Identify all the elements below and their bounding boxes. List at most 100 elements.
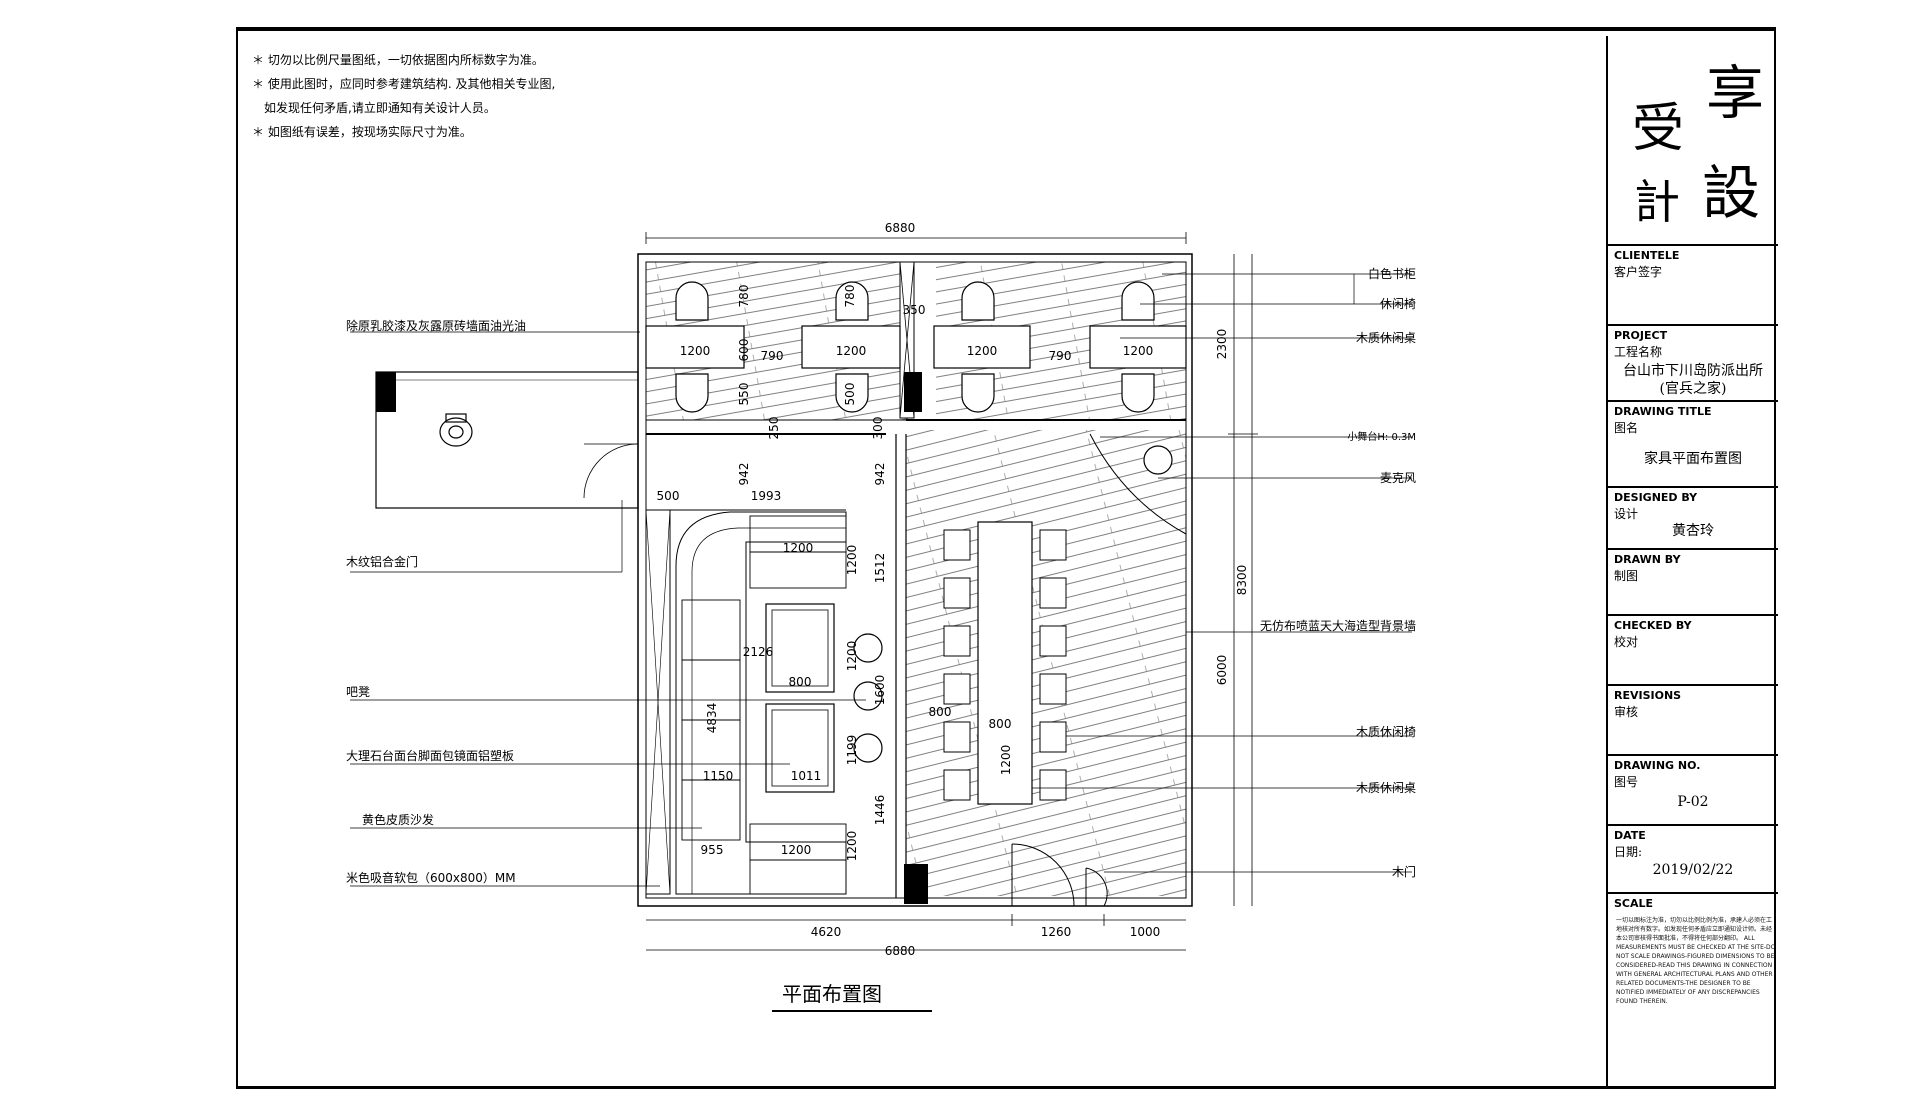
label-wood-table: 木质休闲桌 [1356, 331, 1416, 345]
dim-1200f: 1200 [845, 545, 859, 576]
frame-left [236, 27, 238, 1089]
plan-title-underline [772, 1010, 932, 1012]
dim-1200g: 1200 [845, 641, 859, 672]
title-block: 享 受 設 計 CLIENTELE 客户签字 PROJECT 工程名称 台山市下… [1606, 36, 1778, 1088]
date-label: DATE [1614, 829, 1646, 842]
balcony [375, 371, 639, 509]
label-wall-finish: 除原乳胶漆及灰露原砖墙面油光油 [346, 318, 526, 333]
dim-1200i: 1200 [781, 843, 812, 857]
tb-revisions: REVISIONS 审核 [1608, 684, 1778, 756]
tb-drawing-no: DRAWING NO. 图号 P-02 [1608, 754, 1778, 826]
note-2: ＊ 使用此图时，应同时参考建筑结构. 及其他相关专业图, [252, 77, 556, 91]
dim-top: 6880 [885, 221, 916, 235]
dim-1200e: 1200 [783, 541, 814, 555]
dim-4834: 4834 [705, 703, 719, 734]
revisions-sub: 审核 [1614, 705, 1639, 719]
floor-hatch-stage [906, 430, 1186, 896]
tb-project: PROJECT 工程名称 台山市下川岛防派出所 (官兵之家) [1608, 324, 1778, 402]
project-sub: 工程名称 [1614, 345, 1663, 359]
bar-counter [765, 603, 835, 793]
dim-1011: 1011 [791, 769, 822, 783]
dim-300: 300 [871, 417, 885, 440]
dim-1993: 1993 [751, 489, 782, 503]
stage-edge [1089, 433, 1187, 535]
dimension-texts: 6880 6880 4620 1260 1000 2300 8300 6000 … [657, 221, 1249, 958]
dim-500b: 500 [657, 489, 680, 503]
dim-1200a: 1200 [680, 344, 711, 358]
dim-500a: 500 [843, 383, 857, 406]
dim-1600: 1600 [873, 675, 887, 706]
dim-1200c: 1200 [967, 344, 998, 358]
label-acoustic-panel: 米色吸音软包（600x800）MM [346, 870, 516, 885]
drawing-title-label: DRAWING TITLE [1614, 405, 1712, 418]
tb-date: DATE 日期: 2019/02/22 [1608, 824, 1778, 894]
dim-b2: 1260 [1041, 925, 1072, 939]
dim-1200b: 1200 [836, 344, 867, 358]
dim-2126: 2126 [743, 645, 774, 659]
drawing-no-label: DRAWING NO. [1614, 759, 1701, 772]
drawing-no-value: P-02 [1677, 794, 1709, 810]
dim-600: 600 [737, 339, 751, 362]
tb-scale: SCALE 一切以图标注为准，切勿以比例比例为准，承建人必须在工地核对所有数字。… [1608, 892, 1778, 1090]
scale-note: 一切以图标注为准，切勿以比例比例为准，承建人必须在工地核对所有数字。如发现任何矛… [1616, 917, 1776, 1005]
designed-sub: 设计 [1614, 507, 1639, 521]
logo-char-3: 設 [1702, 159, 1761, 227]
drawing-no-sub: 图号 [1614, 775, 1639, 789]
dim-2300: 2300 [1215, 329, 1229, 360]
dim-1200d: 1200 [1123, 344, 1154, 358]
side-chairs [943, 529, 1067, 801]
dim-942b: 942 [873, 463, 887, 486]
clientele-label: CLIENTELE [1614, 249, 1680, 262]
logo-char-2: 受 [1632, 99, 1685, 159]
dim-790b: 790 [1049, 349, 1072, 363]
checked-label: CHECKED BY [1614, 619, 1692, 632]
designed-label: DESIGNED BY [1614, 491, 1698, 504]
tb-clientele: CLIENTELE 客户签字 [1608, 244, 1778, 326]
dimension-lines [645, 232, 1258, 951]
date-value: 2019/02/22 [1652, 862, 1734, 878]
frame-bottom [236, 1086, 1776, 1089]
tables-top [645, 325, 1187, 369]
annotation-labels: 除原乳胶漆及灰露原砖墙面油光油 木纹铝合金门 吧凳 大理石台面台脚面包镜面铝塑板… [346, 266, 1416, 885]
label-stage: 小舞台H: 0.3M [1347, 430, 1416, 443]
project-value-2: (官兵之家) [1659, 381, 1727, 397]
bottom-door [1011, 843, 1108, 907]
designed-value: 黄杏玲 [1672, 523, 1714, 539]
dim-1446: 1446 [873, 795, 887, 826]
date-sub: 日期: [1614, 845, 1643, 859]
label-aluminum-door: 木纹铝合金门 [346, 554, 418, 569]
dim-b3: 1000 [1130, 925, 1161, 939]
long-table [977, 521, 1033, 805]
label-leisure-chair: 休闲椅 [1380, 297, 1416, 311]
column-bottom [904, 864, 928, 904]
microphone-icon [1143, 445, 1173, 475]
dim-780a: 780 [737, 285, 751, 308]
toilet-icon [439, 413, 473, 447]
tb-checked: CHECKED BY 校对 [1608, 614, 1778, 686]
dim-1199: 1199 [845, 735, 859, 766]
project-label: PROJECT [1614, 329, 1668, 342]
dim-250: 250 [767, 417, 781, 440]
label-leather-sofa: 黄色皮质沙发 [362, 812, 434, 827]
project-value-1: 台山市下川岛防派出所 [1623, 363, 1763, 379]
plan-title: 平面布置图 [782, 982, 882, 1006]
dim-1512: 1512 [873, 553, 887, 584]
label-wood-chair: 木质休闲椅 [1356, 725, 1416, 739]
dim-1200j: 1200 [845, 831, 859, 862]
dim-8300: 8300 [1235, 565, 1249, 596]
label-bookcase: 白色书柜 [1368, 266, 1416, 281]
tb-drawn: DRAWN BY 制图 [1608, 548, 1778, 616]
dim-b1: 4620 [811, 925, 842, 939]
label-wood-table-2: 木质休闲桌 [1356, 781, 1416, 795]
dim-1150: 1150 [703, 769, 734, 783]
dim-bottom-total: 6880 [885, 944, 916, 958]
frame-right [1774, 27, 1776, 1089]
drawn-sub: 制图 [1614, 569, 1639, 583]
general-notes: ＊ 切勿以比例尺量图纸，一切依据图内所标数字为准。 ＊ 使用此图时，应同时参考建… [252, 48, 555, 144]
label-microphone: 麦克风 [1380, 471, 1416, 485]
clientele-sub: 客户签字 [1614, 265, 1663, 279]
dim-780b: 780 [843, 285, 857, 308]
leader-lines [350, 273, 1412, 887]
drawn-label: DRAWN BY [1614, 553, 1681, 566]
